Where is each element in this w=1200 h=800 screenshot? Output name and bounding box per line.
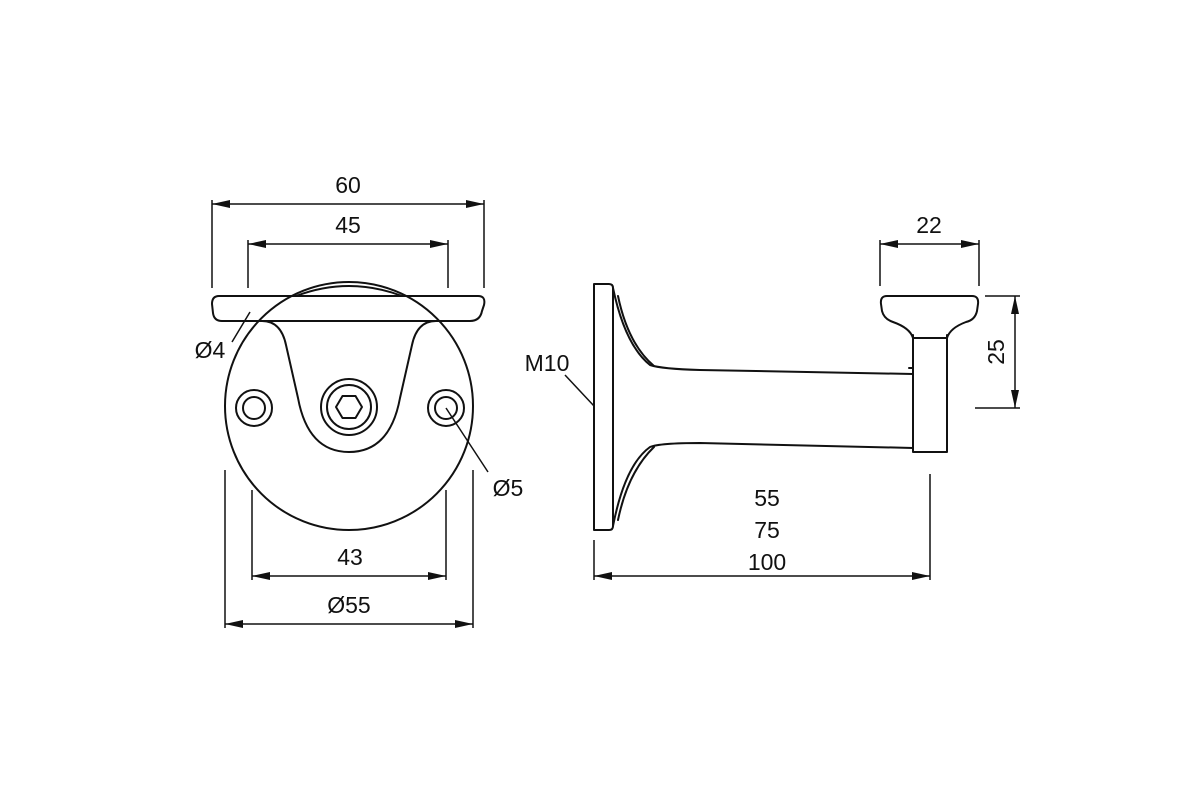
dim-hole-pitch: 43	[337, 544, 363, 570]
left-mount-hole-inner	[242, 396, 266, 420]
label-thread: M10	[525, 350, 570, 376]
label-screw-hole: Ø5	[493, 475, 524, 501]
front-view	[211, 281, 486, 531]
top-saddle	[879, 295, 980, 339]
dim-plate-diameter: Ø55	[327, 592, 370, 618]
dim-top-width: 22	[916, 212, 942, 238]
flange-fillet-bottom	[617, 446, 655, 521]
saddle-stem	[261, 320, 437, 453]
side-view	[593, 283, 980, 531]
dim-top-height: 25	[983, 339, 1009, 365]
side-view-dimensions: M10 22 25 55 75 100	[525, 212, 1020, 580]
dim-overall-width: 60	[335, 172, 361, 198]
wall-flange	[593, 283, 614, 531]
dim-projection-75: 75	[754, 517, 780, 543]
saddle-plate	[211, 295, 486, 322]
dim-projection-100: 100	[748, 549, 786, 575]
vertical-post	[912, 334, 948, 453]
dim-projection-55: 55	[754, 485, 780, 511]
right-mount-hole-inner	[434, 396, 458, 420]
wall-plate-circle	[224, 281, 474, 531]
hex-socket-icon	[335, 395, 363, 419]
wall-plate-top-arc	[295, 285, 403, 297]
left-mount-hole-outer	[235, 389, 273, 427]
label-saddle-hole: Ø4	[195, 337, 226, 363]
center-screw-head	[320, 378, 378, 436]
flange-fillet-top	[617, 295, 655, 367]
front-view-dimensions: 60 45 Ø4 Ø5 43 Ø55	[195, 172, 524, 628]
right-mount-hole-outer	[427, 389, 465, 427]
dim-saddle-width: 45	[335, 212, 361, 238]
center-screw-ring	[326, 384, 372, 430]
